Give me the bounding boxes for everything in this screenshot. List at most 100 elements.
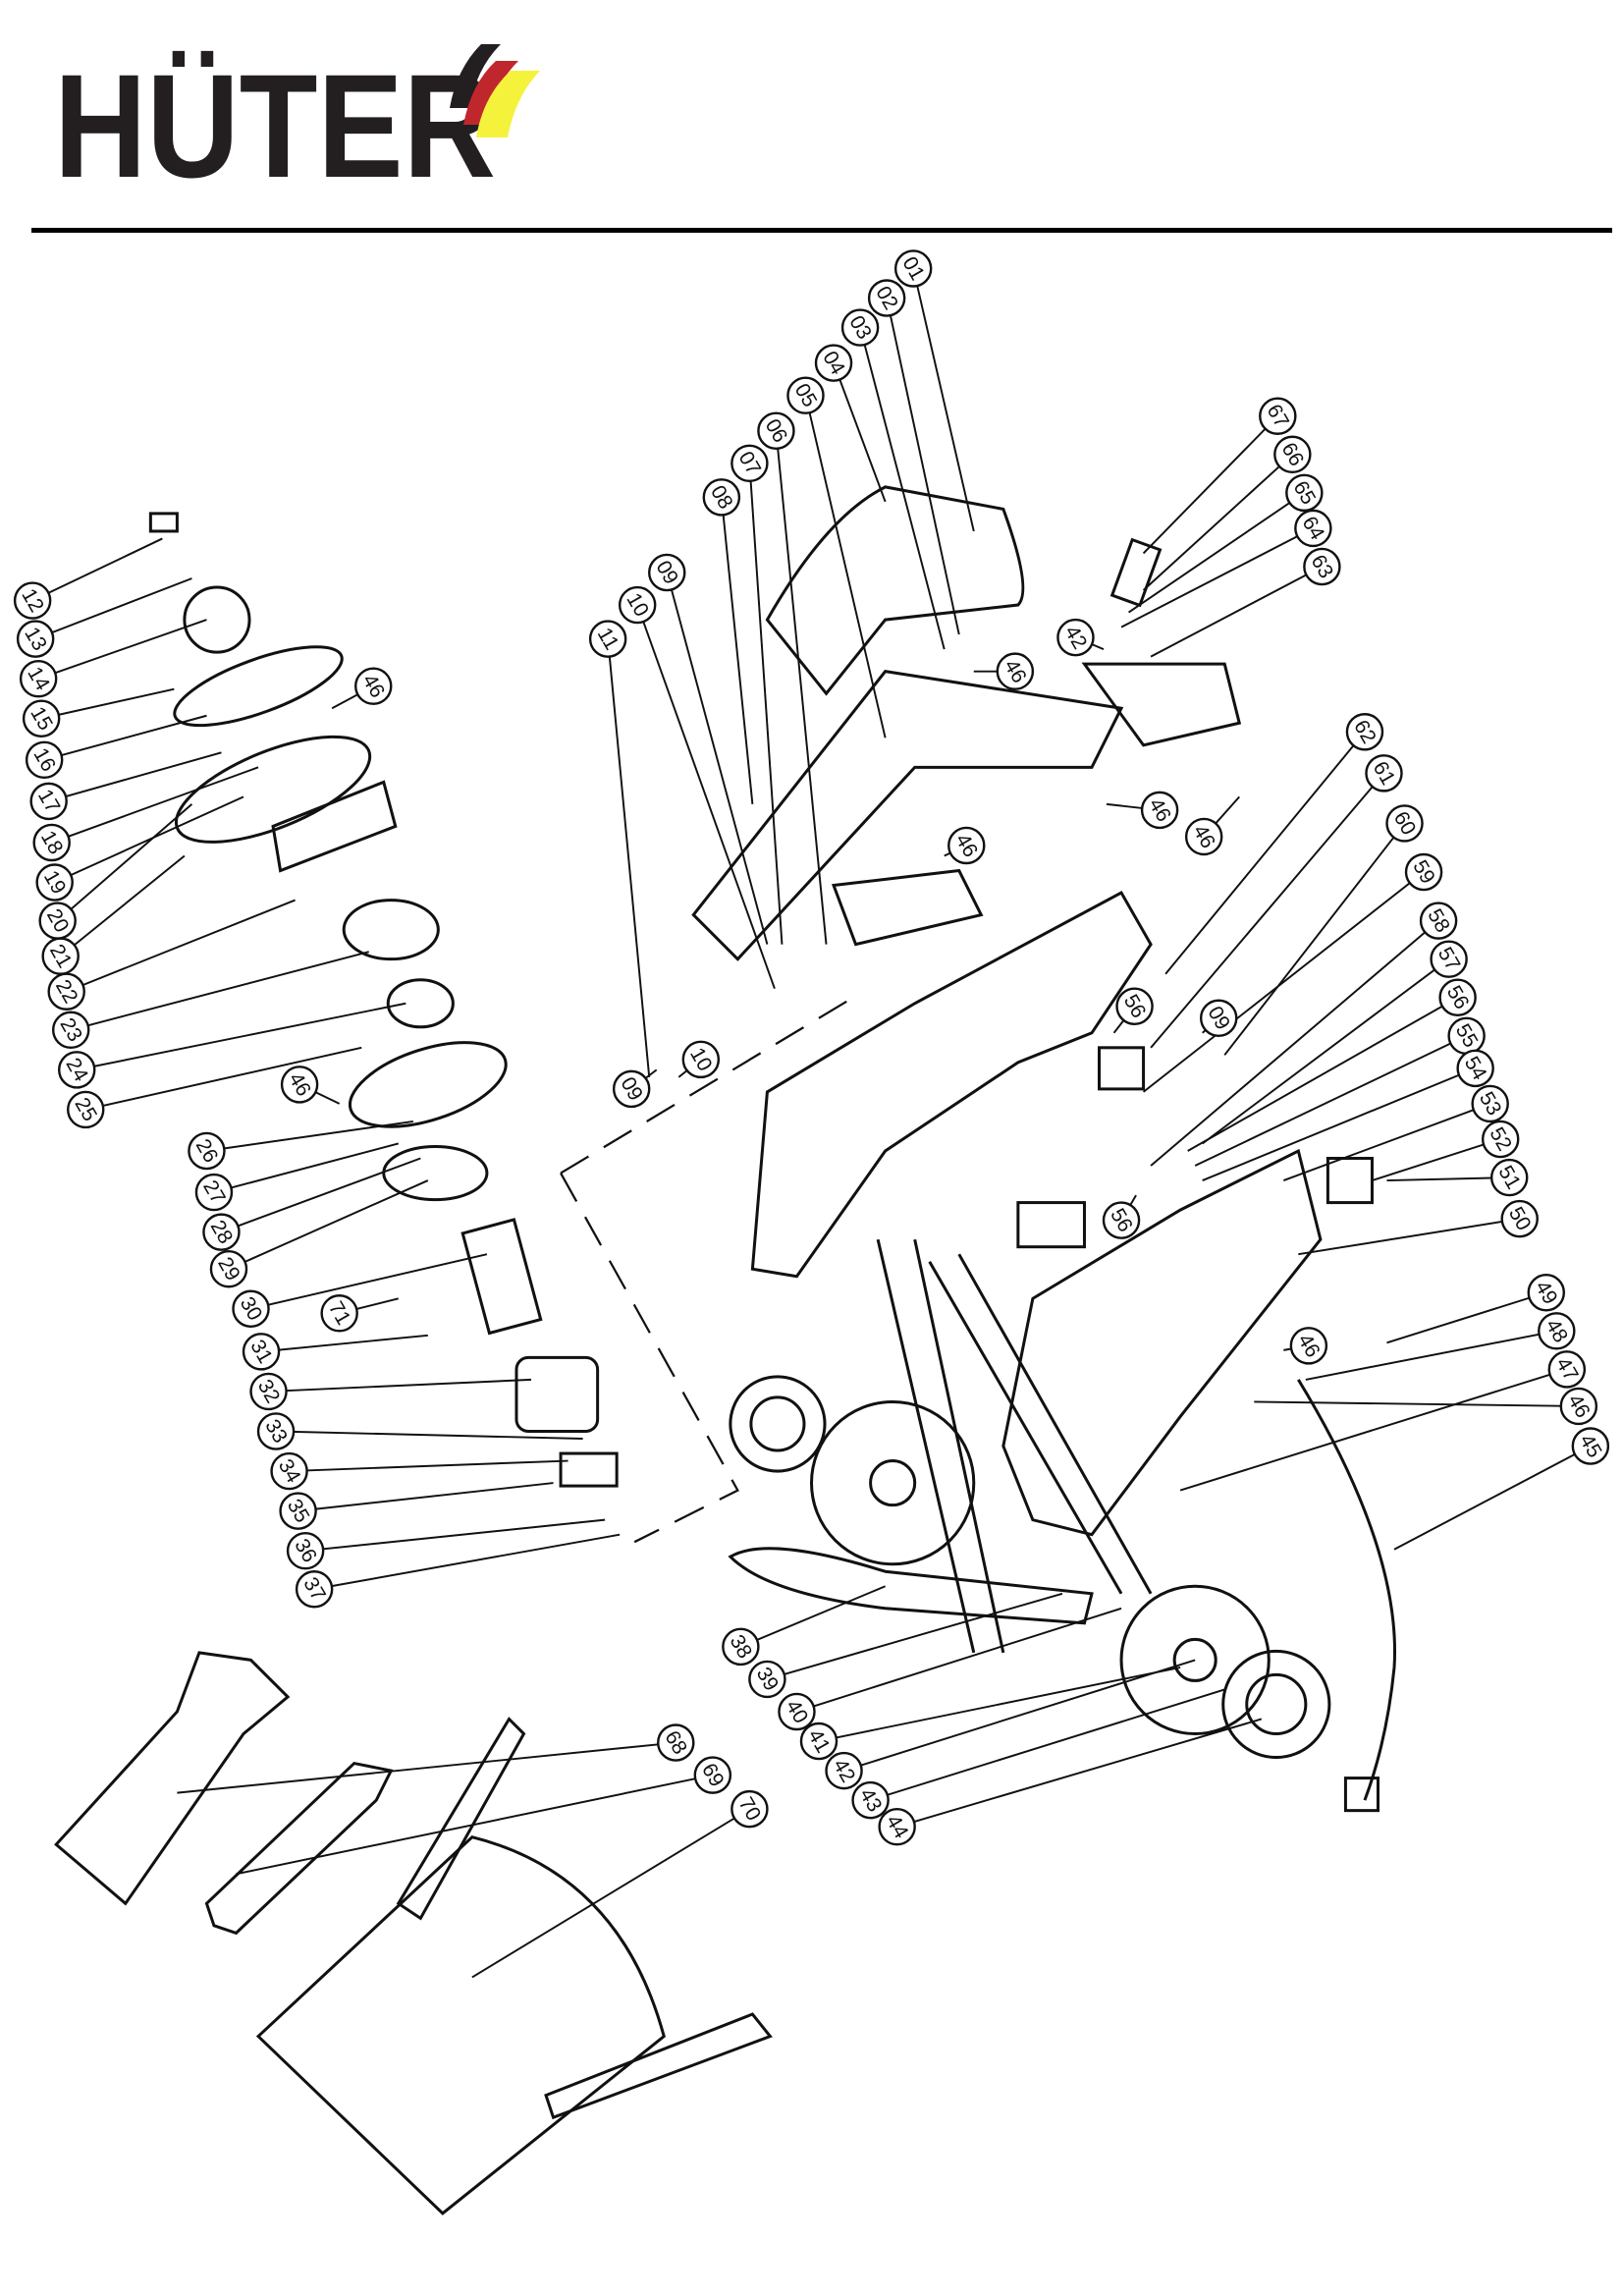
part-callout-36: 36 — [286, 1531, 325, 1570]
pulley — [342, 899, 440, 961]
leader-line — [60, 854, 186, 957]
leader-line — [289, 1459, 568, 1473]
bag-frame — [544, 2012, 773, 2120]
leader-line — [313, 1533, 621, 1591]
part-callout-05: 05 — [786, 376, 825, 414]
callout-circle — [1430, 940, 1468, 978]
leader-line — [886, 298, 960, 635]
armature — [460, 1218, 543, 1336]
callout-circle — [295, 1570, 334, 1609]
leader-line — [1298, 1218, 1520, 1256]
callout-circle — [657, 1723, 695, 1762]
callout-circle — [209, 1249, 248, 1288]
stand-bar — [728, 1547, 1094, 1625]
leader-line — [228, 1179, 429, 1271]
part-callout-46: 46 — [280, 1066, 319, 1104]
callout-circle — [1115, 987, 1154, 1025]
callout-circle — [29, 782, 68, 821]
part-callout-32: 32 — [249, 1372, 288, 1411]
leader-line — [77, 1002, 406, 1071]
upper-cover — [765, 485, 1025, 696]
part-callout-40: 40 — [778, 1692, 816, 1731]
callout-circle — [354, 667, 393, 705]
leader-line — [1142, 871, 1425, 1093]
callout-circle — [840, 308, 880, 347]
leader-line — [43, 714, 207, 761]
callout-circle — [1385, 804, 1424, 843]
part-callout-53: 53 — [1471, 1084, 1509, 1123]
leader-line — [636, 604, 776, 990]
wheel-knob — [183, 585, 251, 654]
part-callout-29: 29 — [209, 1249, 248, 1288]
housing-top — [691, 670, 1124, 961]
callout-circle — [730, 444, 769, 483]
part-callout-12: 12 — [13, 581, 52, 620]
callout-circle — [1140, 791, 1179, 830]
callout-circle — [320, 1294, 358, 1333]
leader-line — [1179, 1368, 1568, 1492]
callout-circle — [256, 1412, 296, 1450]
leader-line — [1128, 492, 1305, 614]
part-callout-15: 15 — [22, 699, 61, 738]
wheel-right — [1119, 1584, 1271, 1736]
callout-circle — [51, 1011, 90, 1050]
callout-circle — [618, 585, 657, 625]
part-callout-65: 65 — [1285, 473, 1324, 513]
brush-holder — [559, 1451, 619, 1488]
leader-line — [833, 362, 887, 503]
callout-circle — [194, 1173, 234, 1212]
part-callout-34: 34 — [270, 1451, 308, 1491]
callout-circle — [13, 581, 52, 620]
part-callout-28: 28 — [202, 1213, 241, 1251]
callout-circle — [1199, 999, 1238, 1038]
part-callout-68: 68 — [657, 1723, 695, 1762]
part-callout-08: 08 — [702, 478, 741, 517]
part-callout-57: 57 — [1430, 940, 1468, 978]
callout-circle — [1345, 713, 1384, 751]
callout-circle — [1547, 1350, 1587, 1389]
frame-legs — [876, 1238, 1153, 1654]
leader-line — [1150, 566, 1323, 658]
callout-circle — [286, 1531, 325, 1570]
callout-circle — [270, 1451, 308, 1491]
leader-line — [607, 638, 651, 1077]
callout-circle — [1571, 1427, 1610, 1465]
switch-box — [1097, 1046, 1146, 1091]
gear-plate — [173, 645, 344, 728]
stick — [396, 1717, 526, 1921]
leader-line — [298, 1482, 554, 1512]
callout-circle — [588, 620, 627, 658]
callout-circle — [1294, 509, 1332, 548]
part-callout-10: 10 — [681, 1040, 721, 1079]
callout-circle — [1285, 473, 1324, 513]
part-callout-46: 46 — [947, 826, 986, 865]
leader-lines — [31, 268, 1592, 1979]
leader-line — [305, 1518, 606, 1553]
part-callout-09: 09 — [1199, 999, 1238, 1038]
part-callout-14: 14 — [19, 659, 58, 698]
leader-line — [276, 1430, 583, 1440]
leader-line — [1164, 731, 1366, 975]
callout-circle — [867, 279, 906, 317]
leader-line — [34, 577, 192, 640]
part-callout-39: 39 — [748, 1660, 786, 1699]
part-callout-25: 25 — [67, 1090, 105, 1129]
callout-circle — [67, 1090, 105, 1129]
callout-circle — [851, 1780, 890, 1820]
leader-line — [1142, 415, 1279, 555]
wrench — [204, 1761, 394, 1936]
callout-circle — [1500, 1199, 1539, 1238]
callout-circle — [57, 1051, 96, 1089]
callout-circle — [786, 376, 825, 414]
callout-circle — [25, 740, 64, 780]
callout-circle — [893, 249, 933, 288]
part-callout-46: 46 — [1559, 1387, 1598, 1426]
leader-line — [1202, 957, 1450, 1145]
part-callout-66: 66 — [1273, 435, 1312, 474]
callout-circle — [799, 1722, 839, 1761]
stator — [514, 1355, 600, 1433]
leader-line — [57, 803, 193, 922]
part-callout-48: 48 — [1538, 1312, 1576, 1350]
leader-line — [37, 619, 207, 681]
part-callout-54: 54 — [1456, 1049, 1494, 1088]
